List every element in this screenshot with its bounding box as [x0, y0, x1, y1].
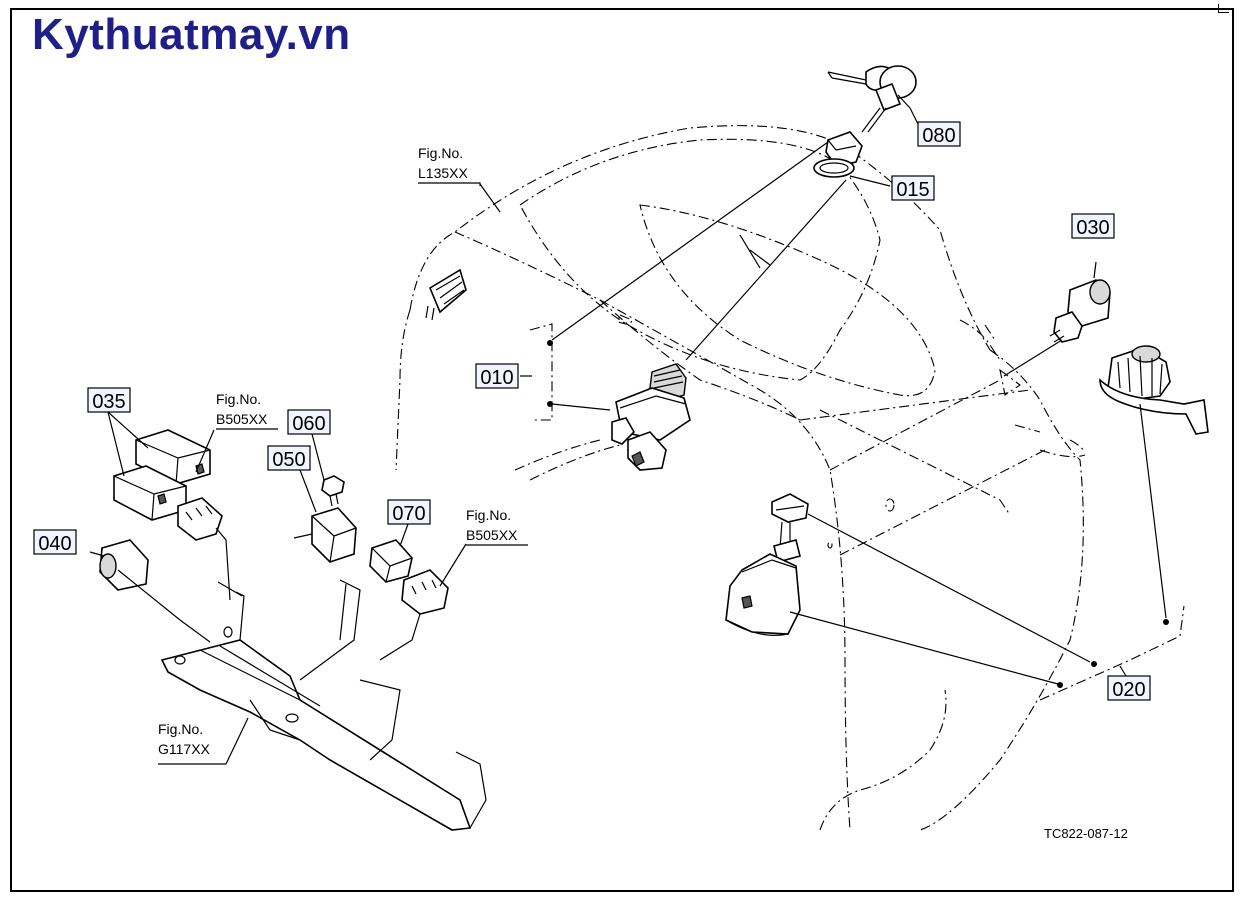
svg-text:020: 020: [1112, 679, 1145, 701]
svg-text:040: 040: [38, 533, 71, 555]
svg-text:035: 035: [92, 391, 125, 413]
leader-dots: [547, 340, 1169, 688]
wire-harness-part: [425, 268, 467, 321]
svg-text:Fig.No.: Fig.No.: [418, 145, 463, 161]
frame-corner-mark: [1218, 4, 1229, 13]
svg-text:Fig.No.: Fig.No.: [466, 507, 511, 523]
drawing-code: TC822-087-12: [1044, 826, 1128, 841]
part-label-010: 010: [475, 363, 519, 389]
part-label-050: 050: [267, 445, 311, 471]
svg-text:Fig.No.: Fig.No.: [158, 721, 203, 737]
key-switch-part: [611, 363, 691, 471]
svg-text:070: 070: [392, 503, 425, 525]
relay-035-part: [113, 429, 211, 521]
key-set-part: [827, 65, 917, 133]
push-switch-part: [1049, 279, 1111, 343]
svg-text:015: 015: [896, 179, 929, 201]
part-label-060: 060: [287, 409, 331, 435]
connector-b505-right-part: [379, 569, 449, 661]
svg-text:G117XX: G117XX: [158, 741, 211, 757]
svg-text:Fig.No.: Fig.No.: [216, 391, 261, 407]
svg-text:B505XX: B505XX: [216, 411, 268, 427]
part-label-015: 015: [891, 175, 935, 201]
bolt-060-part: [321, 475, 345, 507]
part-label-040: 040: [33, 529, 77, 555]
svg-text:030: 030: [1076, 217, 1109, 239]
fig-ref-g117: Fig.No. G117XX: [158, 721, 226, 765]
part-label-020: 020: [1107, 675, 1151, 701]
mounting-bracket-part: [160, 579, 487, 831]
rotary-switch-part: [725, 345, 1209, 636]
fig-ref-b505-right: Fig.No. B505XX: [466, 507, 528, 546]
relay-070-part: [369, 539, 413, 583]
svg-text:L135XX: L135XX: [418, 165, 468, 181]
fig-ref-b505-left: Fig.No. B505XX: [216, 391, 278, 430]
relay-040-part: [99, 539, 211, 643]
drawing-frame: [10, 8, 1234, 892]
svg-text:B505XX: B505XX: [466, 527, 518, 543]
part-label-035: 035: [87, 387, 131, 413]
relay-050-part: [293, 507, 357, 563]
site-logo: Kythuatmay.vn: [32, 10, 351, 59]
part-label-080: 080: [917, 121, 961, 147]
nut-and-washer-part: [813, 131, 863, 178]
svg-text:080: 080: [922, 125, 955, 147]
leader-lines: [89, 107, 1185, 765]
dashboard-panel-outline: [395, 125, 1086, 831]
svg-text:060: 060: [292, 413, 325, 435]
svg-text:010: 010: [480, 367, 513, 389]
connector-b505-left-part: [177, 497, 231, 601]
part-label-030: 030: [1071, 213, 1115, 239]
fig-ref-l135: Fig.No. L135XX: [418, 145, 481, 186]
svg-text:050: 050: [272, 449, 305, 471]
part-label-070: 070: [387, 499, 431, 525]
